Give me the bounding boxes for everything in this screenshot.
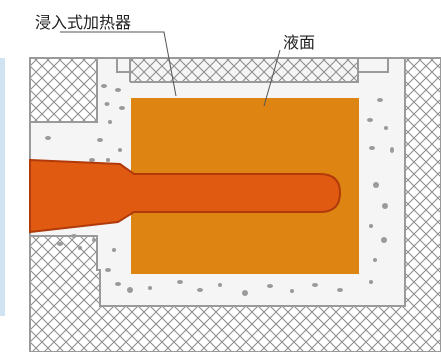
- liquid-surface-label: 液面: [283, 33, 316, 52]
- pebbles: [45, 84, 394, 296]
- lid-block: [130, 58, 358, 82]
- liquid-surface-leader-line: [263, 49, 281, 107]
- lid-outline: [130, 58, 359, 83]
- vessel-outline-right: [30, 57, 406, 307]
- left-edge-bar: [0, 58, 5, 316]
- heater-label: 浸入式加热器: [35, 13, 132, 32]
- heater-leader-line: [60, 31, 177, 97]
- heater-rod: [29, 158, 342, 234]
